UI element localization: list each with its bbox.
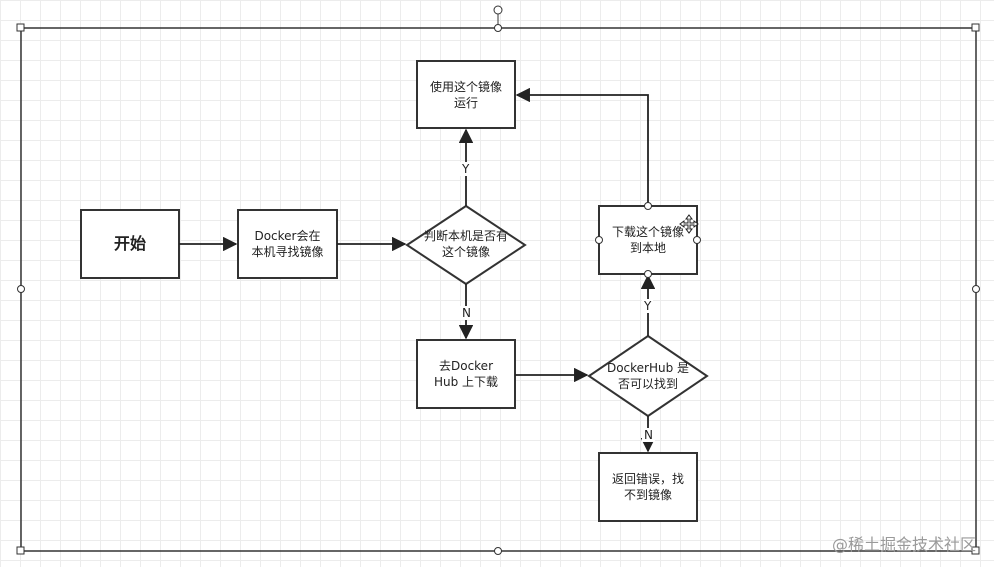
resize-handle-tr[interactable] (971, 23, 980, 32)
node-check-hub[interactable] (587, 334, 709, 418)
connection-point-top[interactable] (644, 202, 652, 210)
node-use-image[interactable] (416, 60, 516, 129)
connection-point-bottom[interactable] (644, 270, 652, 278)
node-start[interactable] (80, 209, 180, 279)
node-download-hub[interactable] (416, 339, 516, 409)
watermark: @稀土掘金技术社区 (831, 535, 976, 554)
node-search-local[interactable] (237, 209, 338, 279)
resize-handle-tl[interactable] (16, 23, 25, 32)
resize-handle-left[interactable] (17, 285, 25, 293)
edge-label-check-yes: Y (460, 162, 472, 176)
edge-downloaded-to-use[interactable] (515, 87, 649, 206)
node-check-local[interactable] (405, 204, 527, 286)
resize-handle-bottom[interactable] (494, 547, 502, 555)
edge-label-hub-no: N (642, 428, 655, 442)
connection-point-left[interactable] (595, 236, 603, 244)
resize-handle-bl[interactable] (16, 546, 25, 555)
edge-label-hub-yes: Y (642, 299, 654, 313)
node-error[interactable] (598, 452, 698, 522)
resize-handle-top[interactable] (494, 24, 502, 32)
resize-handle-br[interactable] (971, 546, 980, 555)
rotation-handle[interactable] (493, 5, 503, 15)
connection-point-right[interactable] (693, 236, 701, 244)
node-download-local[interactable] (598, 205, 698, 275)
move-cursor-icon (679, 214, 699, 234)
edge-label-check-no: N (460, 306, 473, 320)
resize-handle-right[interactable] (972, 285, 980, 293)
